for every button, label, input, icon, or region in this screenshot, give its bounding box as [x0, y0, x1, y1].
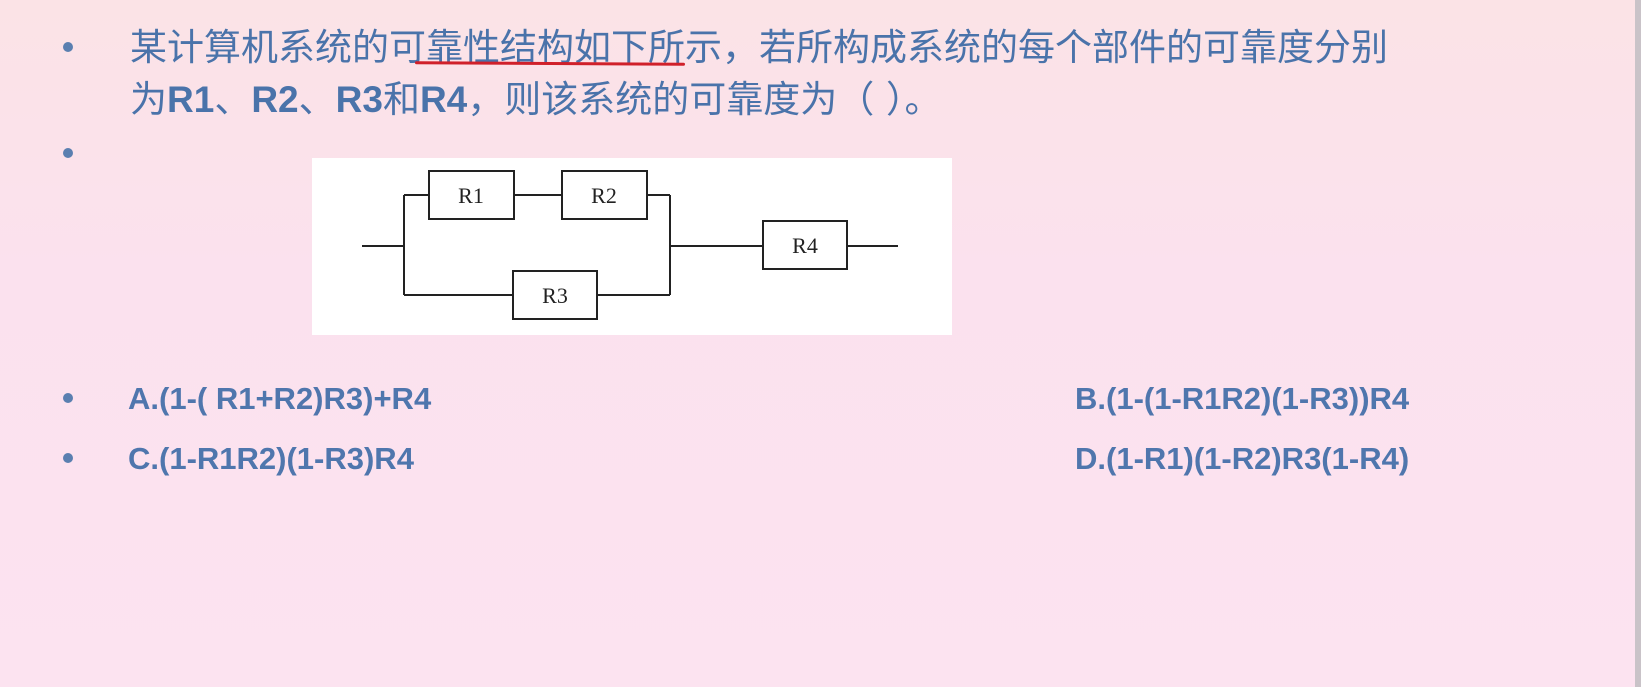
question-line-2: 为R1、R2、R3和R4，则该系统的可靠度为（ ）。	[130, 78, 942, 121]
question-line-1: 某计算机系统的可靠性结构如下所示，若所构成系统的每个部件的可靠度分别	[130, 26, 1388, 69]
question-text: 某计算机系统的可靠性结构如下所示，若所构成系统的每个部件的可靠度分别 为R1、R…	[130, 22, 1640, 126]
option-b[interactable]: B.(1-(1-R1R2)(1-R3))R4	[1075, 381, 1410, 416]
bullet	[63, 393, 73, 403]
option-a[interactable]: A.(1-( R1+R2)R3)+R4	[128, 381, 432, 416]
label-r4: R4	[792, 233, 818, 258]
reliability-diagram: R1 R2 R3 R4	[312, 158, 952, 335]
block-r3	[512, 270, 598, 320]
bullet	[63, 453, 73, 463]
label-r3: R3	[542, 283, 568, 308]
block-r4	[762, 220, 848, 270]
wires	[362, 194, 898, 296]
option-c[interactable]: C.(1-R1R2)(1-R3)R4	[128, 441, 414, 476]
option-d[interactable]: D.(1-R1)(1-R2)R3(1-R4)	[1075, 441, 1410, 476]
window-edge	[1635, 0, 1641, 687]
bullet	[63, 148, 73, 158]
block-r1	[428, 170, 515, 220]
block-r2	[561, 170, 648, 220]
label-r2: R2	[591, 183, 617, 208]
bullet	[63, 42, 73, 52]
label-r1: R1	[458, 183, 484, 208]
